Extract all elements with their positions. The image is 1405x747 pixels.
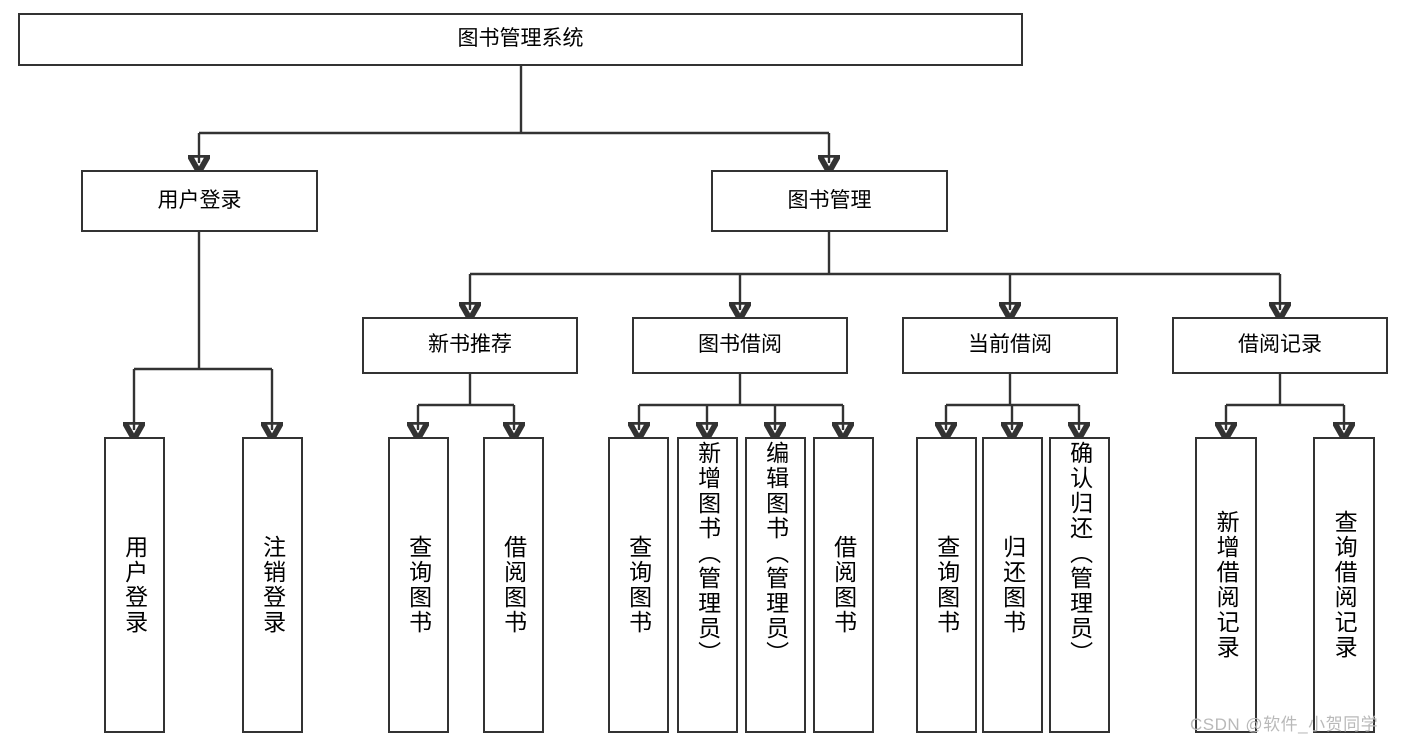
node-user-login[interactable]: 用户登录 — [81, 170, 318, 232]
csdn-watermark: CSDN @软件_小贺同学 — [1190, 715, 1379, 734]
leaf-book-borrow-borrow[interactable]: 借阅图书 — [813, 437, 874, 733]
node-label: 图书借阅 — [698, 333, 782, 357]
node-label: 编辑图书（管理员） — [762, 441, 789, 666]
leaf-borrow-record-add[interactable]: 新增借阅记录 — [1195, 437, 1257, 733]
node-new-book-recommend[interactable]: 新书推荐 — [362, 317, 578, 374]
leaf-current-borrow-return[interactable]: 归还图书 — [982, 437, 1043, 733]
leaf-current-borrow-query[interactable]: 查询图书 — [916, 437, 977, 733]
node-label: 归还图书 — [999, 535, 1026, 635]
node-label: 借阅图书 — [830, 535, 857, 635]
node-root-library-system[interactable]: 图书管理系统 — [18, 13, 1023, 66]
leaf-book-borrow-edit[interactable]: 编辑图书（管理员） — [745, 437, 806, 733]
leaf-user-login-login[interactable]: 用户登录 — [104, 437, 165, 733]
leaf-borrow-record-query[interactable]: 查询借阅记录 — [1313, 437, 1375, 733]
node-label: 查询图书 — [625, 535, 652, 635]
node-label: 注销登录 — [259, 535, 286, 635]
leaf-new-book-borrow[interactable]: 借阅图书 — [483, 437, 544, 733]
node-label: 当前借阅 — [968, 333, 1052, 357]
node-label: 用户登录 — [121, 535, 148, 635]
node-label: 借阅记录 — [1238, 333, 1322, 357]
node-label: 借阅图书 — [500, 535, 527, 635]
node-label: 确认归还（管理员） — [1066, 441, 1093, 666]
node-book-management[interactable]: 图书管理 — [711, 170, 948, 232]
node-label: 查询借阅记录 — [1331, 510, 1358, 660]
leaf-book-borrow-add[interactable]: 新增图书（管理员） — [677, 437, 738, 733]
node-label: 图书管理 — [787, 188, 872, 212]
node-label: 新书推荐 — [428, 333, 512, 357]
node-label: 图书管理系统 — [457, 27, 584, 51]
node-label: 查询图书 — [933, 535, 960, 635]
node-label: 新增借阅记录 — [1213, 510, 1240, 660]
leaf-current-borrow-confirm-return[interactable]: 确认归还（管理员） — [1049, 437, 1110, 733]
node-borrow-record[interactable]: 借阅记录 — [1172, 317, 1388, 374]
node-book-borrow[interactable]: 图书借阅 — [632, 317, 848, 374]
node-current-borrow[interactable]: 当前借阅 — [902, 317, 1118, 374]
node-label: 用户登录 — [157, 188, 242, 212]
node-label: 新增图书（管理员） — [694, 441, 721, 666]
node-label: 查询图书 — [405, 535, 432, 635]
leaf-user-login-logout[interactable]: 注销登录 — [242, 437, 303, 733]
leaf-new-book-query[interactable]: 查询图书 — [388, 437, 449, 733]
leaf-book-borrow-query[interactable]: 查询图书 — [608, 437, 669, 733]
